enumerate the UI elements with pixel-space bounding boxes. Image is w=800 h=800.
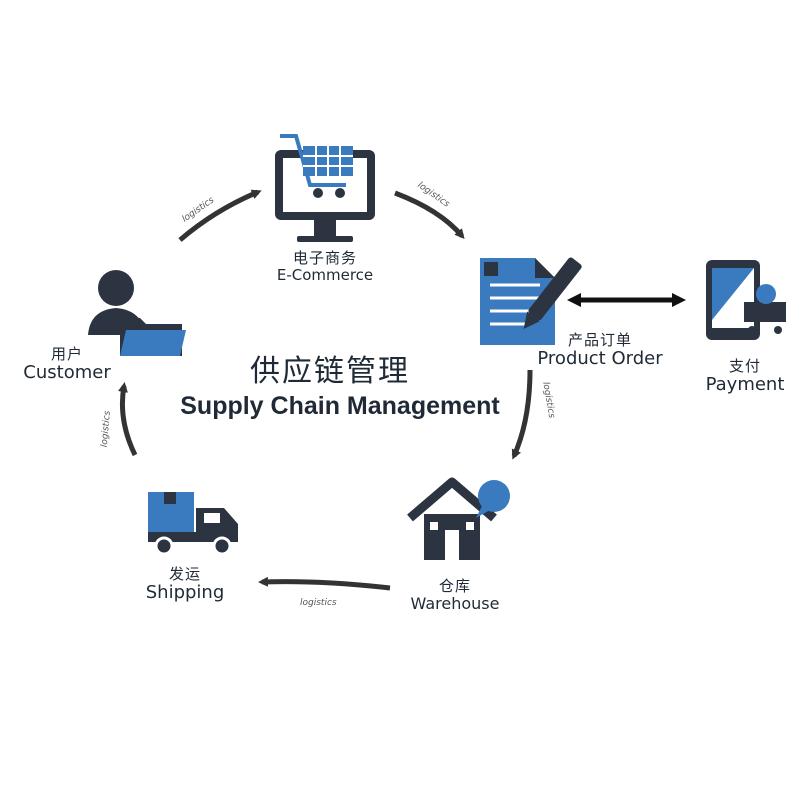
ecommerce-label-en: E-Commerce: [276, 266, 374, 285]
ecommerce-label: 电子商务 E-Commerce: [255, 249, 395, 285]
diagram-title-zh: 供应链管理: [250, 354, 410, 389]
warehouse-label-en: Warehouse: [410, 594, 500, 614]
arrow-shipping-to-customer: [118, 382, 138, 457]
arrow-tag-warehouse-shipping: logistics: [300, 598, 337, 608]
arrow-ecommerce-to-order: [394, 190, 465, 240]
shipping-label-zh: 发运: [168, 565, 201, 583]
payment-label-zh: 支付: [728, 357, 761, 375]
customer-label: 用户 Customer: [12, 345, 122, 384]
order-label-zh: 产品订单: [567, 331, 632, 349]
customer-icon: [88, 270, 186, 356]
warehouse-label: 仓库 Warehouse: [395, 577, 515, 614]
ecommerce-icon: [275, 134, 375, 242]
order-label-en: Product Order: [537, 348, 663, 370]
payment-label: 支付 Payment: [690, 357, 800, 396]
customer-label-zh: 用户: [50, 345, 83, 363]
payment-icon: [706, 260, 786, 340]
diagram-title-en: Supply Chain Management: [180, 392, 500, 420]
arrow-warehouse-to-shipping: [258, 576, 391, 591]
payment-label-en: Payment: [705, 374, 785, 396]
shipping-icon: [148, 492, 238, 556]
ecommerce-label-zh: 电子商务: [292, 249, 357, 267]
shipping-label-en: Shipping: [145, 582, 225, 604]
customer-label-en: Customer: [23, 362, 111, 384]
arrow-customer-to-ecommerce: [178, 189, 262, 242]
product-order-icon: [480, 257, 582, 345]
shipping-label: 发运 Shipping: [135, 565, 235, 604]
warehouse-label-zh: 仓库: [438, 577, 471, 595]
order-label: 产品订单 Product Order: [525, 331, 675, 370]
warehouse-icon: [407, 477, 510, 560]
arrow-order-to-warehouse: [511, 369, 533, 460]
